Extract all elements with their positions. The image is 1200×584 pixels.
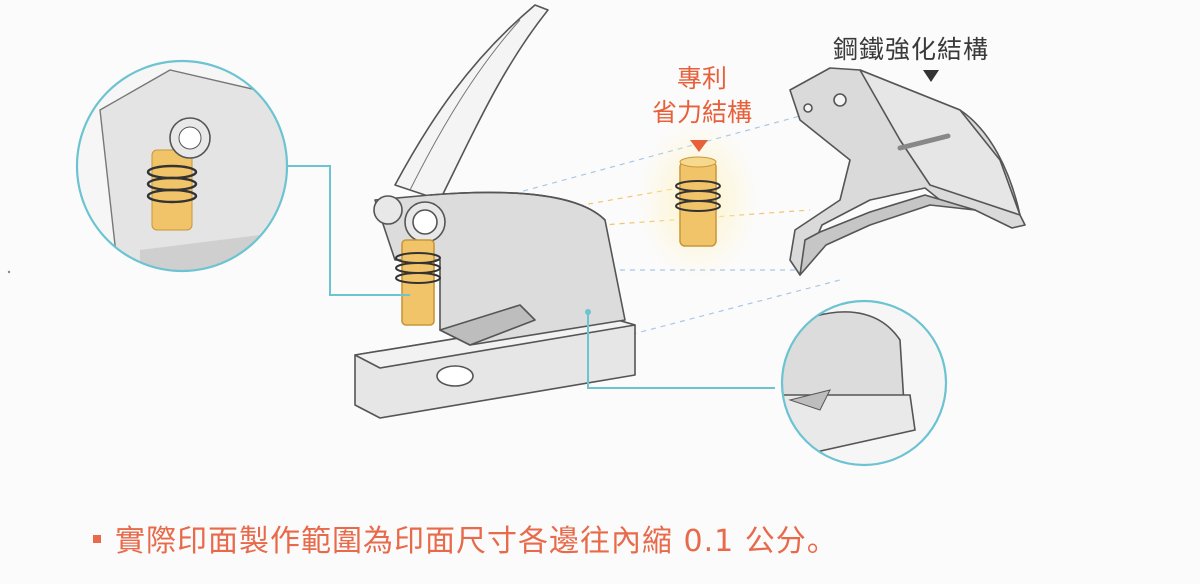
steel-structure-label: 鋼鐵強化結構 bbox=[833, 35, 990, 64]
right-detail-callout bbox=[587, 299, 948, 467]
bullet-icon bbox=[93, 534, 101, 543]
left-detail-callout bbox=[75, 59, 410, 296]
steel-marker-icon bbox=[923, 70, 939, 82]
patent-label-line1: 專利 bbox=[676, 64, 727, 93]
spring-part bbox=[638, 120, 758, 280]
embosser-body bbox=[354, 4, 636, 419]
steel-frame-part bbox=[789, 67, 1026, 276]
patent-label-line2: 省力結構 bbox=[651, 98, 752, 127]
speck bbox=[7, 270, 11, 274]
patent-marker-icon bbox=[690, 140, 708, 152]
patent-structure-label: 專利 省力結構 bbox=[632, 62, 772, 130]
footnote: 實際印面製作範圍為印面尺寸各邊往內縮 0.1 公分。 bbox=[93, 516, 838, 560]
footnote-text: 實際印面製作範圍為印面尺寸各邊往內縮 0.1 公分。 bbox=[115, 524, 838, 559]
